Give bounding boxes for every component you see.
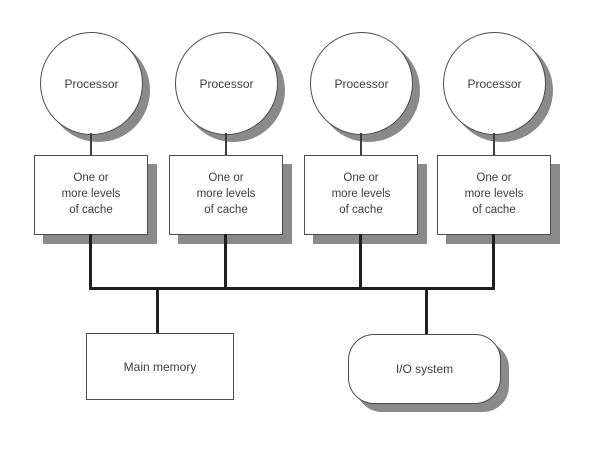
bus-memory-link xyxy=(156,289,159,334)
io-system-label: I/O system xyxy=(395,362,454,376)
cache-node-2: One or more levels of cache xyxy=(169,155,283,235)
cache-bus-link-2 xyxy=(224,234,227,290)
processor-node-1: Processor xyxy=(40,32,143,135)
processor-node-3: Processor xyxy=(310,32,413,135)
processor-label: Processor xyxy=(467,76,522,91)
cache-label: One or more levels of cache xyxy=(196,172,256,216)
processor-cache-link-4 xyxy=(493,133,495,156)
cache-label: One or more levels of cache xyxy=(331,172,391,216)
cache-node-3: One or more levels of cache xyxy=(304,155,418,235)
shared-bus-line xyxy=(89,287,495,290)
cache-bus-link-1 xyxy=(89,234,92,290)
processor-node-4: Processor xyxy=(443,32,546,135)
processor-label: Processor xyxy=(64,76,119,91)
cache-node-1: One or more levels of cache xyxy=(34,155,148,235)
io-system-node: I/O system xyxy=(348,334,501,404)
cache-label: One or more levels of cache xyxy=(464,172,524,216)
cache-label: One or more levels of cache xyxy=(61,172,121,216)
processor-label: Processor xyxy=(199,76,254,91)
main-memory-label: Main memory xyxy=(123,359,197,374)
processor-cache-link-3 xyxy=(360,133,362,156)
processor-cache-link-2 xyxy=(225,133,227,156)
cache-bus-link-3 xyxy=(359,234,362,290)
processor-node-2: Processor xyxy=(175,32,278,135)
processor-cache-link-1 xyxy=(90,133,92,156)
main-memory-node: Main memory xyxy=(86,333,234,400)
bus-io-link xyxy=(425,289,428,335)
cache-node-4: One or more levels of cache xyxy=(437,155,551,235)
cache-bus-link-4 xyxy=(492,234,495,290)
processor-label: Processor xyxy=(334,76,389,91)
